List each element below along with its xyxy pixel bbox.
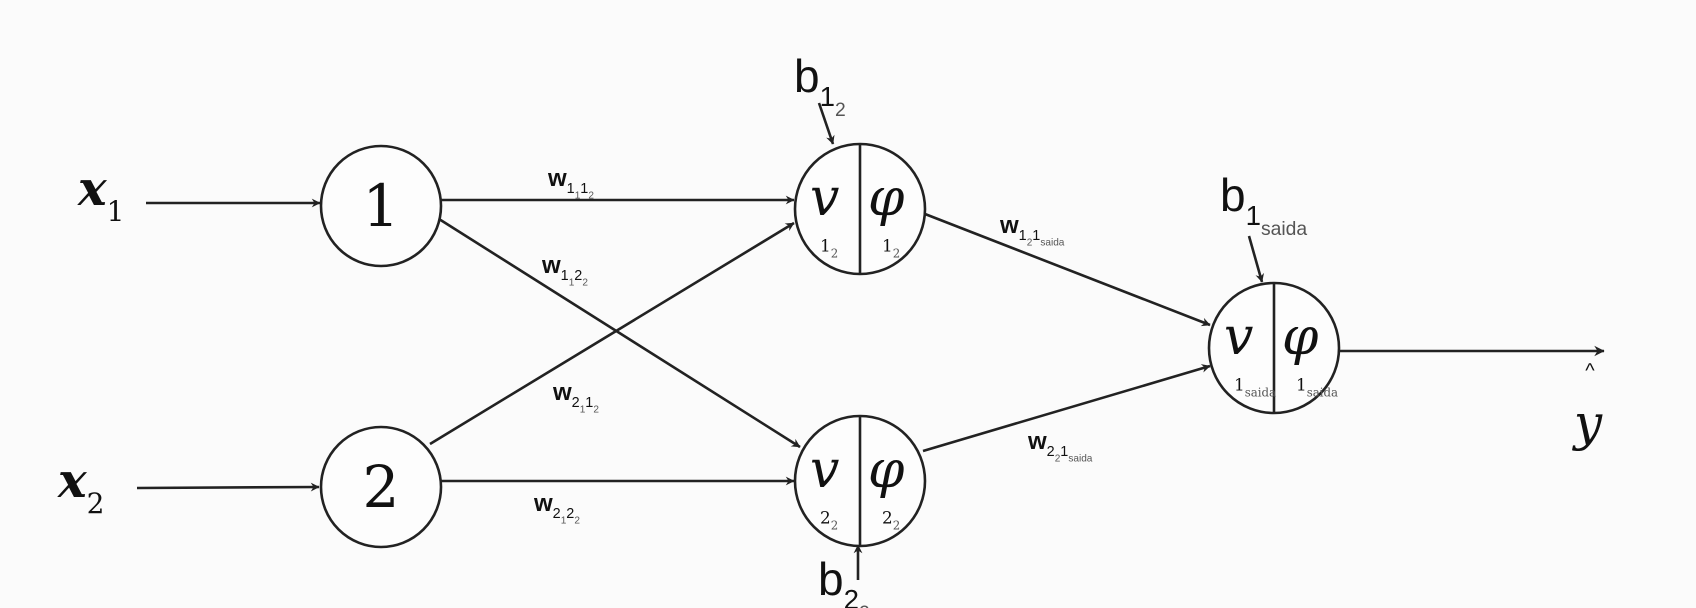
potential-subscript-part: 1 xyxy=(1234,374,1245,394)
potential-v-symbol: v xyxy=(1224,307,1253,367)
weight-w-1-1-1-2-part: 1 xyxy=(580,181,588,197)
activation-subscript-part: 1 xyxy=(882,235,893,255)
activation-subscript-part: 2 xyxy=(882,507,893,527)
weight-w-2-1-2-2: w2122 xyxy=(533,490,580,526)
activation-subscript-part: 2 xyxy=(893,519,900,533)
potential-subscript-part: 2 xyxy=(831,519,838,533)
weight-w-2-1-1-2-part: 2 xyxy=(593,404,599,415)
weight-w-2-1-2-2-part: 2 xyxy=(566,506,574,522)
bias-h2-label-part: 2 xyxy=(844,584,859,608)
activation-phi-symbol: φ xyxy=(1282,307,1319,367)
bias-h2-label-part: 2 xyxy=(859,603,870,608)
weight-w-2-2-1-saida-part: 1 xyxy=(1060,444,1068,460)
weight-w-1-1-2-2: w1122 xyxy=(541,252,588,288)
activation-subscript: 12 xyxy=(882,235,900,260)
bias-h1-label-part: 1 xyxy=(820,81,835,112)
input-x2-arrow xyxy=(136,482,320,492)
potential-subscript: 12 xyxy=(820,235,838,260)
weight-w-2-1-1-2-part: 1 xyxy=(585,395,593,411)
activation-subscript: 22 xyxy=(882,507,900,532)
input-x2-symbol: x xyxy=(57,453,88,509)
activation-subscript-part: saida xyxy=(1307,386,1338,400)
weight-w-1-2-1-saida-part: 1 xyxy=(1019,228,1027,244)
weight-w-2-1-2-2-part: w xyxy=(533,490,553,517)
potential-subscript: 1saida xyxy=(1234,374,1276,399)
weight-w-1-1-2-2-part: w xyxy=(541,252,561,279)
edge-1-to-h2 xyxy=(438,217,801,449)
potential-subscript: 22 xyxy=(820,507,838,532)
weight-w-2-2-1-saida-part: 2 xyxy=(1047,444,1055,460)
bias-out-label-part: saida xyxy=(1261,219,1307,240)
input-x2-label: x2 xyxy=(57,453,104,520)
activation-phi-symbol: φ xyxy=(868,168,905,228)
weight-w-1-2-1-saida: w121saida xyxy=(999,212,1065,248)
activation-subscript: 1saida xyxy=(1296,374,1338,399)
bias-h1-label-part: b xyxy=(794,50,820,102)
weight-w-2-2-1-saida-part: w xyxy=(1027,428,1047,455)
weight-w-1-1-1-2-part: 2 xyxy=(588,190,594,201)
input-node-2-label: 2 xyxy=(363,453,400,521)
weight-w-2-1-2-2-part: 2 xyxy=(553,506,561,522)
weight-w-1-1-2-2-part: 2 xyxy=(574,268,582,284)
bias-out-label-part: b xyxy=(1220,169,1246,221)
input-node-1 xyxy=(319,144,443,268)
weight-w-2-1-1-2-part: 1 xyxy=(580,404,586,415)
weight-w-2-1-2-2-part: 2 xyxy=(574,515,580,526)
potential-subscript-part: 2 xyxy=(831,247,838,261)
weight-w-1-1-1-2: w1112 xyxy=(547,165,594,201)
activation-phi-symbol: φ xyxy=(868,440,905,500)
bias-out-label: b1saida xyxy=(1220,169,1307,240)
bias-h1-label-part: 2 xyxy=(835,100,846,121)
input-node-1-label: 1 xyxy=(363,172,400,240)
edge-2-to-h1 xyxy=(429,221,795,446)
weight-w-2-1-1-2-part: 2 xyxy=(572,395,580,411)
potential-subscript-part: saida xyxy=(1245,386,1276,400)
edge-h2-to-out xyxy=(922,364,1211,453)
weight-w-2-2-1-saida-part: saida xyxy=(1068,453,1092,464)
bias-h1-arrow xyxy=(817,102,835,145)
input-x1-index: 1 xyxy=(107,195,125,228)
output-hat-symbol: ^ xyxy=(1585,360,1595,382)
weight-w-2-2-1-saida-part: 2 xyxy=(1055,453,1061,464)
weight-w-1-1-2-2-part: 1 xyxy=(561,268,569,284)
potential-subscript-part: 1 xyxy=(820,235,831,255)
input-x2-index: 2 xyxy=(87,487,105,520)
weight-w-1-1-2-2-part: 1 xyxy=(569,277,575,288)
weight-w-1-1-2-2-part: 2 xyxy=(582,277,588,288)
input-x1-symbol: x xyxy=(77,161,108,217)
bias-out-label-part: 1 xyxy=(1246,200,1261,231)
bias-h2-label: b22 xyxy=(818,553,870,608)
potential-v-symbol: v xyxy=(810,168,839,228)
weight-w-1-1-1-2-part: 1 xyxy=(567,181,575,197)
weight-labels: b12b22b1saidaw1112w1122w2112w2122w121sai… xyxy=(533,50,1307,608)
potential-v-symbol: v xyxy=(810,440,839,500)
potential-subscript-part: 2 xyxy=(820,507,831,527)
activation-subscript-part: 2 xyxy=(893,247,900,261)
bias-h2-label-part: b xyxy=(818,553,844,605)
input-x1-label: x1 xyxy=(77,161,124,228)
activation-subscript-part: 1 xyxy=(1296,374,1307,394)
weight-w-2-1-2-2-part: 1 xyxy=(561,515,567,526)
weight-w-1-1-1-2-part: w xyxy=(547,165,567,192)
bias-h1-label: b12 xyxy=(794,50,846,121)
weight-w-2-1-1-2-part: w xyxy=(552,379,572,406)
input-node-2 xyxy=(319,425,443,549)
weight-w-1-2-1-saida-part: saida xyxy=(1040,237,1064,248)
weight-w-1-1-1-2-part: 1 xyxy=(575,190,581,201)
weight-w-2-1-1-2: w2112 xyxy=(552,379,599,415)
output-y-hat: y xyxy=(1572,394,1603,452)
edge-h1-to-out xyxy=(924,212,1211,327)
weight-w-1-2-1-saida-part: 2 xyxy=(1027,237,1033,248)
bias-out-arrow xyxy=(1247,235,1264,283)
weight-w-1-2-1-saida-part: 1 xyxy=(1032,228,1040,244)
weight-w-1-2-1-saida-part: w xyxy=(999,212,1019,239)
weight-w-2-2-1-saida: w221saida xyxy=(1027,428,1093,464)
